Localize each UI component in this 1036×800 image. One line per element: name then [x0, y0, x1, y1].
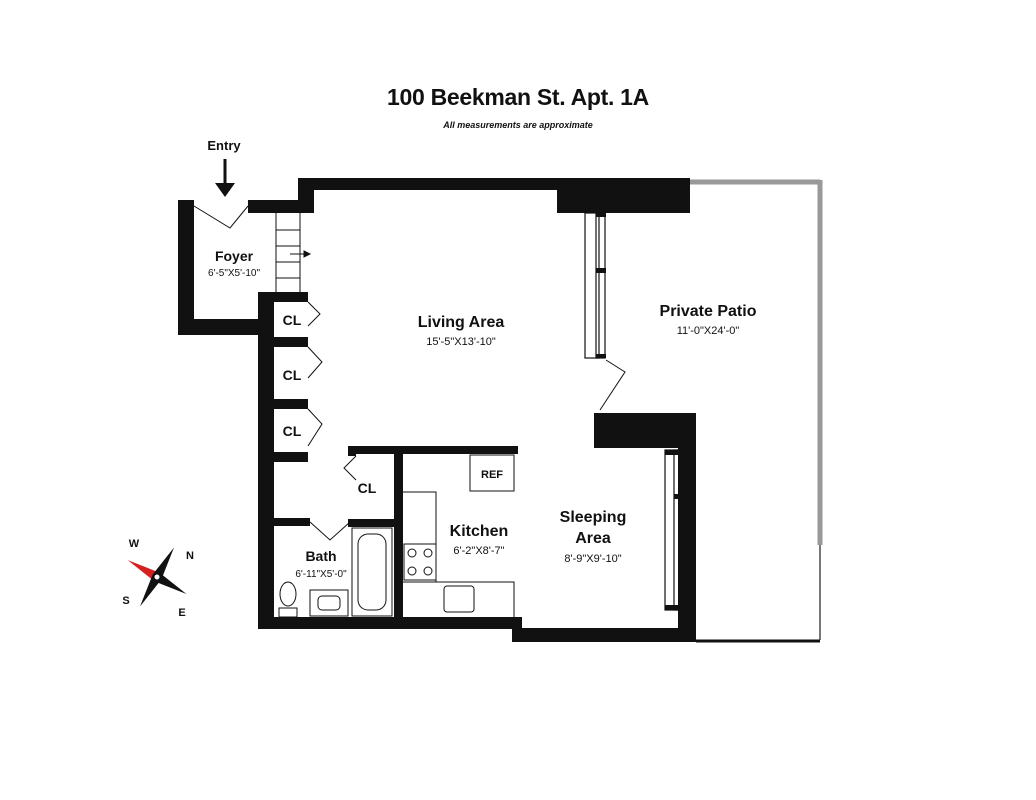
south-wall-jog	[512, 617, 522, 642]
closet2-label: CL	[283, 367, 302, 383]
living-window-frame	[584, 212, 600, 359]
closet-shelf-2	[258, 337, 308, 347]
north-pier	[557, 178, 690, 213]
compass-north-needle	[127, 560, 160, 582]
sleeping-name-line1: Sleeping	[560, 509, 627, 526]
kitchen-north-wall	[348, 446, 518, 454]
kitchen-name: Kitchen	[450, 523, 509, 540]
kitchen-counter	[403, 581, 515, 620]
kitchen-west-wall	[394, 446, 403, 626]
kitchen-dims: 6'-2"X8'-7"	[453, 545, 504, 557]
compass-s: S	[122, 595, 129, 607]
closet3-door	[307, 408, 323, 447]
closet2-door	[307, 346, 323, 379]
walls	[178, 178, 696, 642]
bath-dims: 6'-11"X5'-0"	[295, 569, 347, 580]
entry-marker: Entry	[207, 138, 241, 197]
closet-shelf-4	[258, 452, 308, 462]
closet4-label: CL	[358, 480, 377, 496]
living-name: Living Area	[418, 314, 505, 331]
closet3-label: CL	[283, 423, 302, 439]
compass-e: E	[178, 607, 185, 619]
sleeping-name-line2: Area	[575, 530, 611, 547]
bath-north-wall	[258, 518, 310, 526]
bath-door-swing	[309, 521, 351, 541]
bath-closet-wall	[348, 519, 396, 527]
bath-fixtures	[278, 527, 393, 618]
foyer-north-wall	[248, 200, 312, 213]
living-dims: 15'-5"X13'-10"	[426, 336, 496, 348]
bath-name: Bath	[305, 548, 336, 564]
closet-shelf-3	[258, 399, 308, 409]
foyer-south-wall	[178, 319, 270, 335]
living-window-sash	[595, 212, 606, 359]
closet1-door	[307, 301, 321, 327]
foyer-name: Foyer	[215, 248, 254, 264]
doors	[193, 205, 626, 541]
compass-rose-icon	[127, 547, 187, 607]
closet4-stub	[348, 446, 356, 456]
stove-icon	[403, 543, 437, 581]
refrigerator-icon	[469, 454, 515, 492]
patio-door-swing	[599, 359, 626, 411]
foyer-stairs	[275, 213, 312, 292]
refrigerator-label: REF	[481, 469, 503, 481]
kitchen-sink-icon	[443, 585, 475, 613]
kitchen-fixtures	[403, 454, 515, 620]
south-wall-right	[512, 628, 696, 642]
plan-subtitle: All measurements are approximate	[443, 120, 593, 130]
plan-title: 100 Beekman St. Apt. 1A	[387, 84, 649, 110]
foyer-west-wall	[178, 200, 194, 335]
sleeping-window-frame	[664, 449, 680, 611]
closet1-label: CL	[283, 312, 302, 328]
window-mullions	[596, 213, 684, 610]
entry-label: Entry	[207, 138, 241, 153]
closet4-door	[343, 455, 357, 481]
foyer-dims: 6'-5"X5'-10"	[208, 268, 261, 279]
toilet-icon	[279, 581, 297, 607]
bathtub-icon	[351, 527, 393, 617]
patio-name: Private Patio	[660, 303, 757, 320]
patio-boundary	[690, 179, 823, 643]
sleeping-dims: 8'-9"X9'-10"	[564, 553, 621, 565]
bath-sink-icon	[309, 589, 349, 617]
south-wall-left	[258, 617, 516, 629]
patio-dims: 11'-0"X24'-0"	[677, 325, 740, 337]
compass-n: N	[186, 550, 194, 562]
closet-shelf-1	[258, 292, 308, 302]
room-labels: Foyer 6'-5"X5'-10" Living Area 15'-5"X13…	[208, 248, 757, 580]
entry-door-swing	[193, 205, 249, 229]
compass-w: W	[129, 538, 140, 550]
entry-arrow-icon	[215, 183, 235, 197]
